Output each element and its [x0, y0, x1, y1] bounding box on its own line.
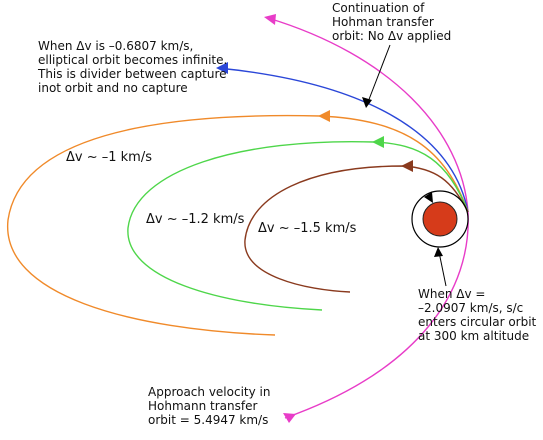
infinite-orbit-label: When Δv is –0.6807 km/s, elliptical orbi… — [38, 39, 228, 95]
orbit-dv15-path — [244, 165, 469, 293]
orbit-dv12-arrow — [372, 136, 384, 148]
orbit-dv12-path — [127, 140, 469, 311]
hohmann-end-arrow — [264, 14, 276, 25]
continuation-label: Continuation of Hohman transfer orbit: N… — [332, 1, 452, 43]
continuation-leader-line — [367, 44, 391, 103]
infinite-orbit-arrow — [216, 62, 228, 74]
circular-leader-line — [438, 251, 447, 287]
orbit-dv1-arrow — [318, 110, 330, 122]
dv15-label: Δv ~ –1.5 km/s — [258, 221, 357, 236]
hohmann-start-arrow — [283, 413, 296, 423]
approach-velocity-label: Approach velocity in Hohmann transfer or… — [148, 385, 271, 427]
continuation-leader-arrow — [362, 97, 372, 108]
circular-orbit-arrow — [424, 192, 433, 203]
infinite-orbit-path — [217, 67, 469, 213]
circular-orbit-ring — [411, 190, 469, 248]
circular-orbit-label: When Δv = –2.0907 km/s, s/c enters circu… — [418, 287, 537, 343]
circular-leader-arrow — [434, 247, 443, 257]
orbit-dv1-path — [7, 114, 469, 336]
dv1-label: Δv ~ –1 km/s — [66, 150, 152, 165]
planet — [422, 201, 458, 237]
orbit-dv15-arrow — [401, 160, 413, 172]
dv12-label: Δv ~ –1.2 km/s — [146, 212, 245, 227]
